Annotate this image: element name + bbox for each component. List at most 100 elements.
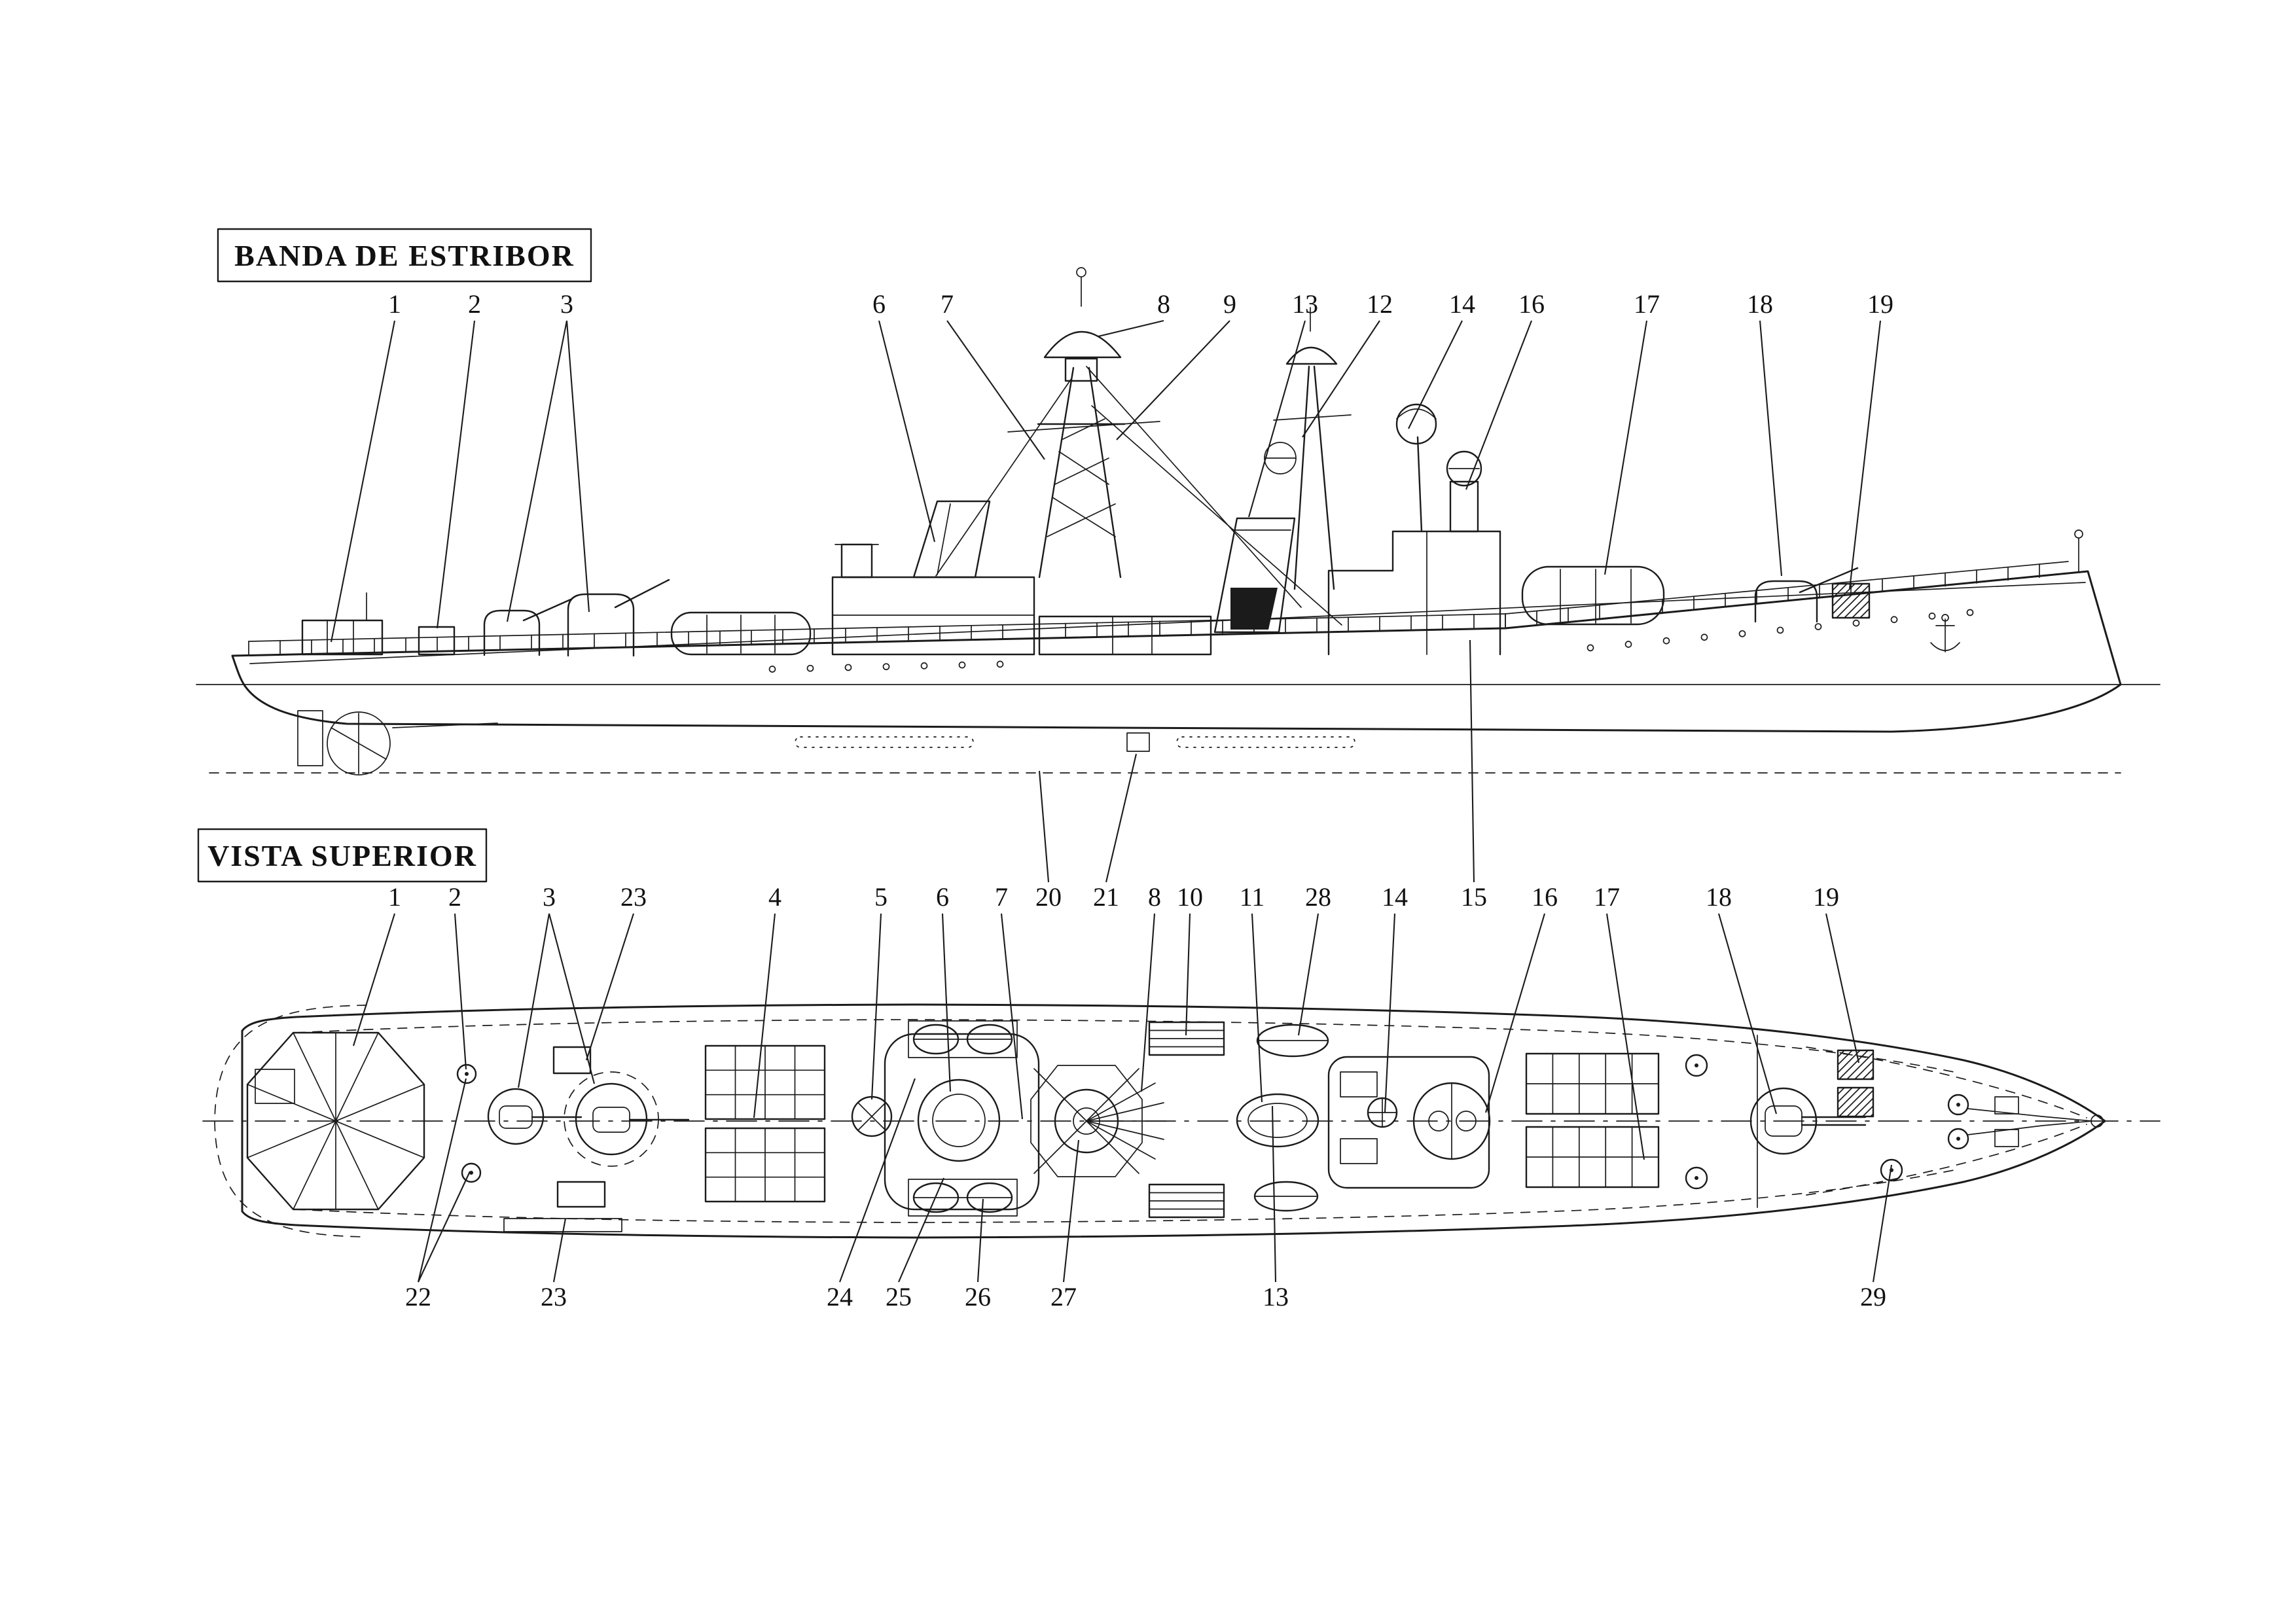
top-boat-28 [1256, 1024, 1329, 1058]
callout-number: 23 [541, 1282, 567, 1311]
callout-bottom-23: 23 [541, 1218, 567, 1311]
title-side-text: BANDA DE ESTRIBOR [234, 239, 575, 272]
top-boat-28b [1253, 1181, 1319, 1212]
callout-mid-15: 15 [1461, 639, 1487, 912]
side-aft-funnel [1213, 517, 1296, 633]
callout-side-7: 7 [941, 289, 1045, 460]
top-deck-box-b [556, 1181, 606, 1208]
side-radar-16 [1446, 450, 1482, 533]
side-director-tower [834, 543, 879, 579]
callout-mid-19: 19 [1813, 882, 1860, 1063]
side-main-mast [935, 267, 1342, 626]
side-turret-b [567, 579, 670, 657]
title-side-view: BANDA DE ESTRIBOR [217, 228, 592, 283]
callout-bottom-29: 29 [1860, 1164, 1893, 1311]
callout-number: 16 [1532, 882, 1558, 912]
callout-number: 1 [388, 882, 401, 912]
callout-number: 24 [827, 1282, 853, 1311]
top-windlass [1947, 1094, 2104, 1150]
callout-number: 25 [886, 1282, 912, 1311]
callout-mid-11: 11 [1240, 882, 1265, 1103]
callout-number: 6 [936, 882, 949, 912]
callout-number: 27 [1050, 1282, 1077, 1311]
callout-side-1: 1 [330, 289, 401, 643]
callout-mid-23: 23 [586, 882, 647, 1061]
callout-number: 4 [768, 882, 781, 912]
callout-number: 20 [1035, 882, 1062, 912]
callout-bottom-24: 24 [827, 1078, 916, 1311]
top-mooring-bitt-2 [461, 1162, 482, 1183]
callout-number: 13 [1263, 1282, 1289, 1311]
side-radar-14 [1395, 403, 1437, 533]
side-mount-19 [1831, 582, 1871, 619]
callout-side-14: 14 [1408, 289, 1475, 429]
callout-number: 29 [1860, 1282, 1886, 1311]
callout-side-12: 12 [1302, 289, 1393, 438]
side-anchor [1930, 614, 1960, 652]
callout-number: 13 [1292, 289, 1318, 319]
callout-side-17: 17 [1604, 289, 1660, 575]
side-turret-a [483, 598, 572, 656]
callout-side-18: 18 [1747, 289, 1783, 577]
callout-mid-28: 28 [1297, 882, 1331, 1036]
callout-number: 15 [1461, 882, 1487, 912]
callout-number: 18 [1706, 882, 1732, 912]
side-knuckle-line [249, 582, 2086, 664]
torpedo-rack-bottom [1525, 1126, 1660, 1188]
top-forward-funnel [917, 1079, 1001, 1162]
callout-number: 8 [1157, 289, 1170, 319]
callout-mid-2: 2 [448, 882, 467, 1070]
top-deck-edge-top [295, 1019, 1961, 1074]
torpedo-rack-top [1525, 1052, 1660, 1115]
side-bow-staff [2074, 529, 2083, 573]
top-aft-deckhouse [1327, 1056, 1491, 1189]
callout-number: 16 [1518, 289, 1545, 319]
callout-number: 21 [1093, 882, 1119, 912]
top-hatched-box-1 [1837, 1049, 1874, 1080]
callout-number: 8 [1148, 882, 1161, 912]
top-bow-dashed-1 [1806, 1046, 2087, 1118]
callout-number: 9 [1223, 289, 1236, 319]
rbu-launcher-top [704, 1044, 826, 1120]
callout-number: 28 [1305, 882, 1331, 912]
callout-mid-14: 14 [1382, 882, 1408, 1113]
callout-number: 17 [1634, 289, 1660, 319]
callout-mid-18: 18 [1706, 882, 1778, 1115]
top-stern-hatch [255, 1069, 295, 1104]
grating-bottom [1148, 1183, 1225, 1219]
callout-bottom-22: 22 [405, 1078, 471, 1311]
top-bow-dashed-2 [1806, 1124, 2087, 1196]
top-deck-box-a [552, 1046, 592, 1075]
callout-bottom-13: 13 [1263, 1105, 1289, 1311]
callout-number: 3 [560, 289, 573, 319]
side-bilge-keels [795, 732, 1355, 752]
callout-number: 5 [874, 882, 888, 912]
top-sam-launcher [1412, 1082, 1491, 1160]
callout-side-2: 2 [436, 289, 481, 629]
callout-mid-8: 8 [1140, 882, 1161, 1092]
callout-bottom-27: 27 [1050, 1139, 1080, 1311]
callout-number: 19 [1813, 882, 1839, 912]
title-top-box [197, 828, 488, 883]
callout-number: 10 [1177, 882, 1203, 912]
callout-number: 7 [995, 882, 1008, 912]
side-view [196, 267, 2161, 776]
callout-mid-21: 21 [1093, 753, 1138, 912]
callout-number: 2 [468, 289, 481, 319]
callout-number: 23 [620, 882, 647, 912]
top-side-circle-1 [1685, 1054, 1708, 1077]
callout-number: 3 [543, 882, 556, 912]
side-rbu-launcher [670, 611, 812, 656]
side-propeller-rudder [297, 710, 498, 776]
top-mooring-bitt-1 [456, 1063, 477, 1084]
callout-number: 2 [448, 882, 461, 912]
callout-mid-6: 6 [936, 882, 952, 1092]
callout-mid-20: 20 [1035, 770, 1062, 912]
callout-mid-3: 3 [517, 882, 596, 1088]
top-view [202, 1003, 2161, 1239]
top-aft-funnel [1236, 1093, 1319, 1148]
callout-side-9: 9 [1116, 289, 1236, 440]
callout-bottom-25: 25 [886, 1177, 944, 1311]
